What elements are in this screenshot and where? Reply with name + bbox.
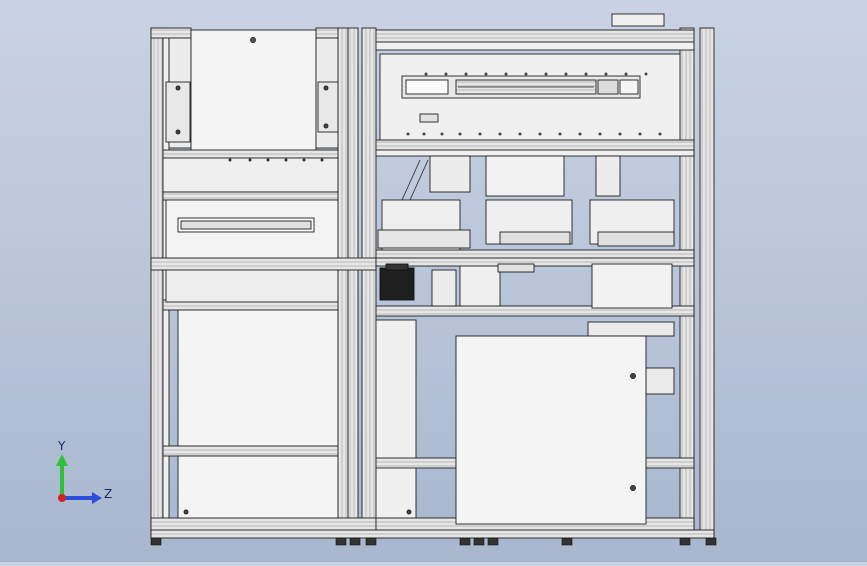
left-post (150, 27, 164, 538)
gripper-assembly (377, 155, 675, 251)
origin-dot (58, 494, 66, 502)
z-axis-label: Z (104, 487, 112, 501)
center-post-c (361, 27, 377, 538)
y-axis-arrow (56, 454, 68, 466)
top-rails (150, 13, 695, 51)
servo-motor (379, 263, 415, 301)
plate-holes (406, 72, 662, 136)
center-post-b (347, 27, 359, 538)
left-lower-cabinet (165, 269, 417, 519)
orientation-triad: Y Z (40, 436, 120, 516)
leveling-feet (150, 537, 717, 546)
y-axis-label: Y (57, 439, 66, 453)
drawer (165, 199, 339, 259)
z-axis-arrow (92, 492, 102, 504)
left-crossbars (150, 149, 377, 531)
center-post-a (337, 27, 349, 538)
right-lower-cabinet (455, 335, 647, 525)
linear-module-plate (379, 53, 681, 141)
left-upper-cabinet (165, 29, 339, 153)
dot-row (228, 158, 324, 162)
right-post-b (699, 27, 715, 538)
